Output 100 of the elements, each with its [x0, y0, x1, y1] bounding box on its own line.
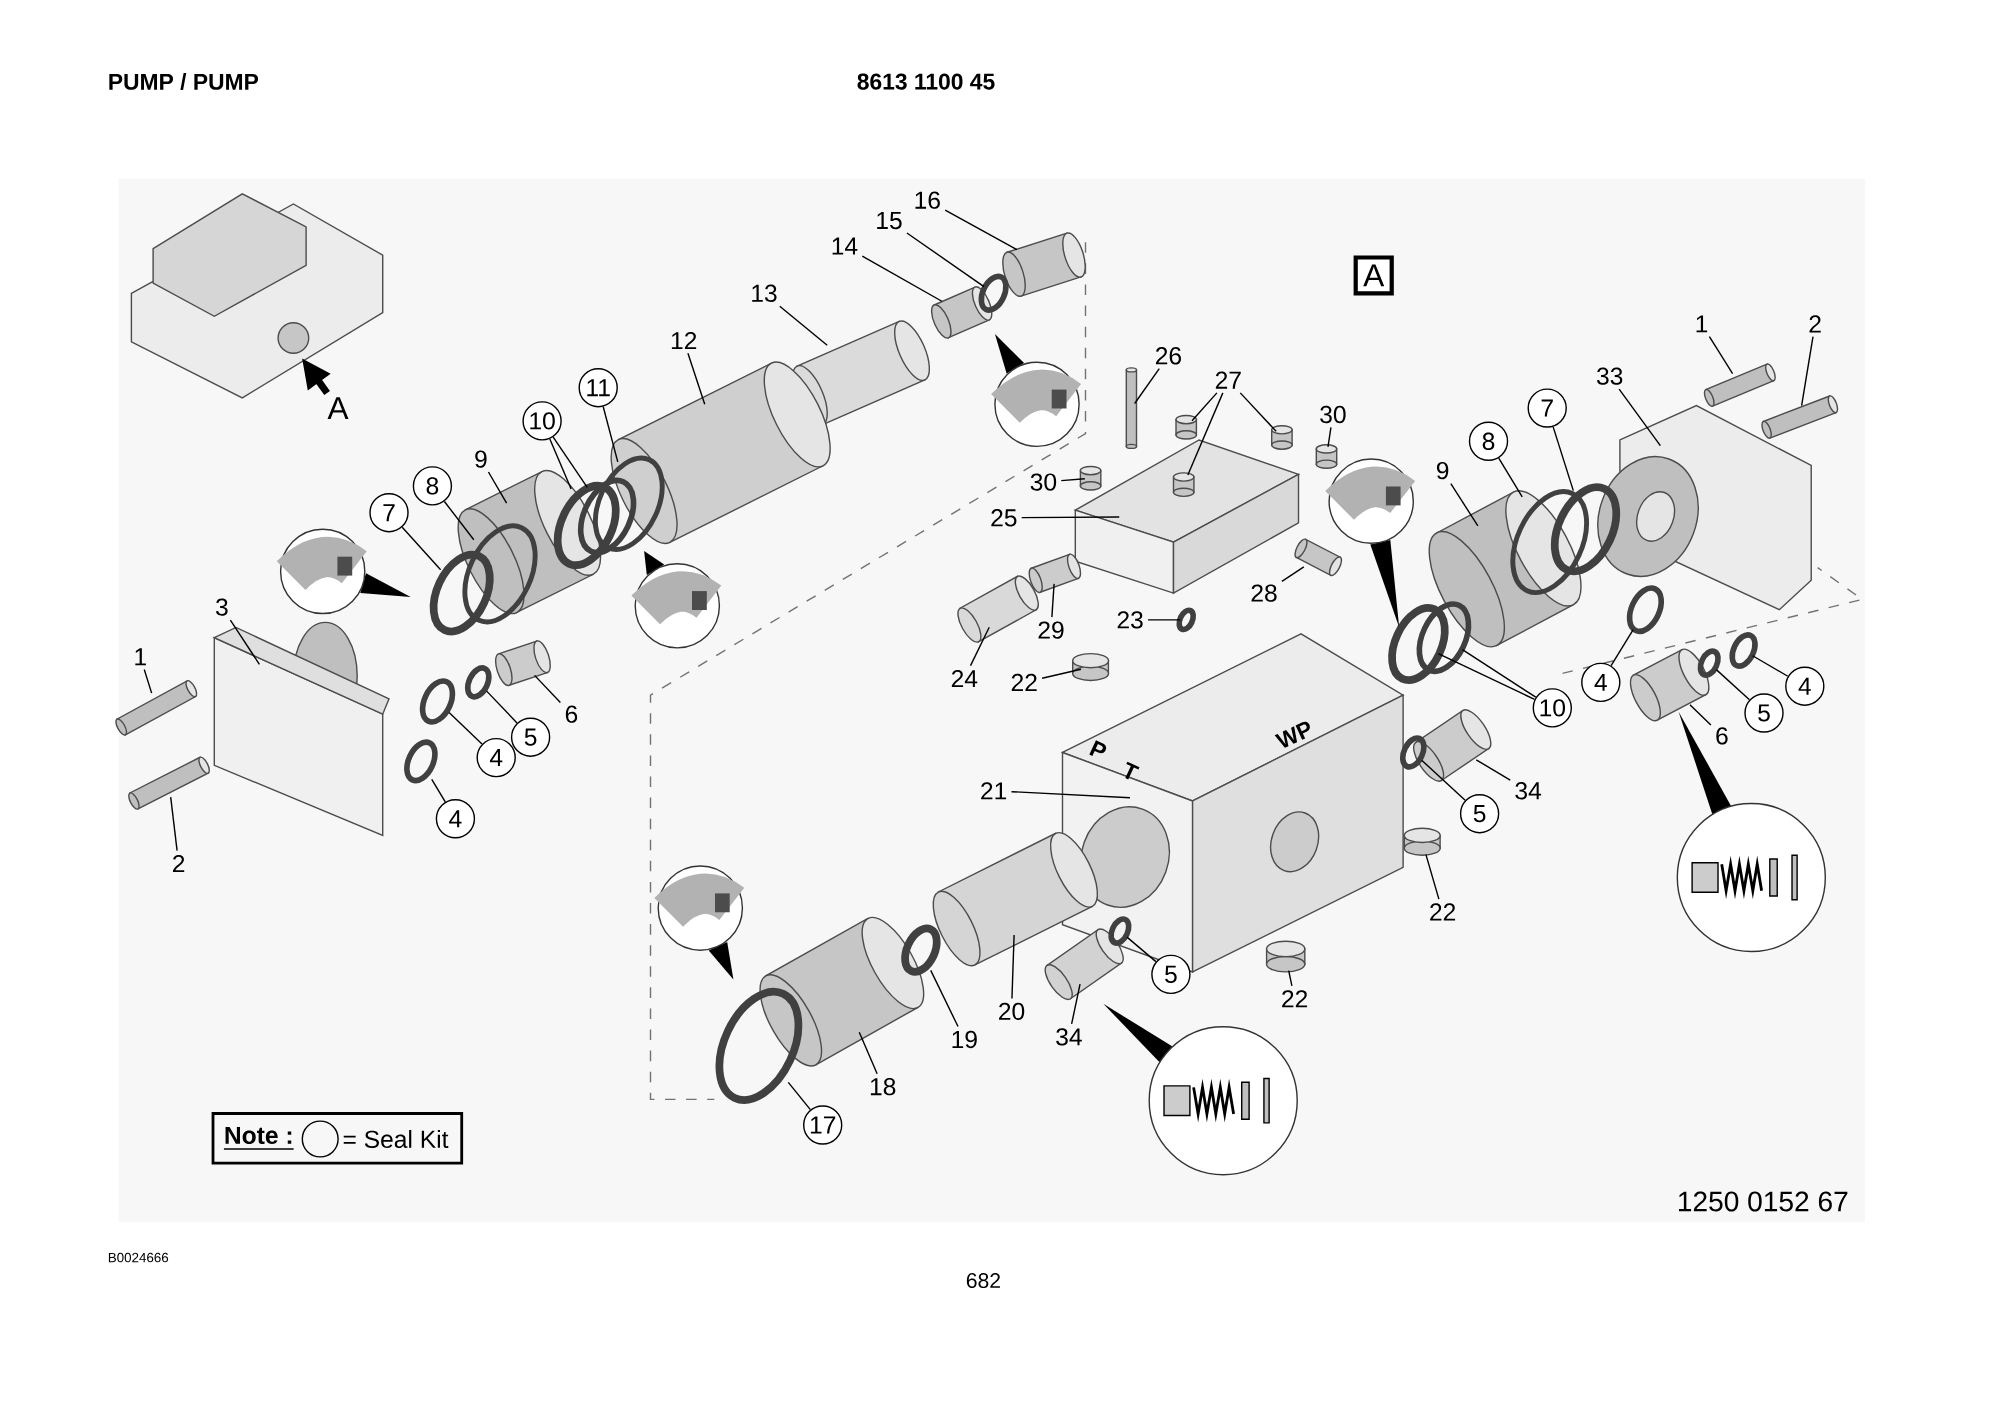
plug [1002, 232, 1086, 297]
plug [1072, 652, 1110, 681]
leader-line [1751, 654, 1789, 677]
pump-assembly-drawing [130, 192, 384, 399]
callout-number: 10 [522, 400, 562, 441]
leader-line [1420, 759, 1466, 801]
o-ring [1388, 603, 1449, 684]
end-housing [1597, 404, 1812, 611]
leader-line [858, 1031, 878, 1075]
plug [1271, 424, 1293, 450]
leader-line [549, 438, 572, 490]
leader-line [602, 405, 619, 463]
leader-line [930, 969, 959, 1028]
bolt [115, 679, 198, 736]
drawing-number: 1250 0152 67 [1678, 1191, 1848, 1212]
leader-line [1187, 391, 1224, 476]
callout-number: 19 [952, 1030, 977, 1048]
leader-line [1425, 853, 1440, 900]
callout-number: 27 [1215, 371, 1241, 389]
o-ring [715, 987, 803, 1104]
callout-number: 4 [1785, 666, 1825, 706]
callout-number: 3 [216, 598, 228, 616]
callout-number: 10 [1532, 687, 1572, 728]
leader-line [1715, 668, 1751, 701]
o-ring [464, 664, 492, 700]
callout-number: 4 [476, 737, 516, 778]
callout-number: 4 [1581, 662, 1621, 702]
plug [1172, 471, 1195, 497]
piston [457, 469, 602, 614]
page-number: 682 [966, 1272, 1000, 1288]
leader-line [861, 255, 943, 302]
o-ring [419, 678, 456, 725]
callout-number: 28 [1251, 584, 1277, 602]
leader-line [1610, 628, 1634, 667]
callout-number: 8 [412, 465, 453, 506]
bolt [1125, 366, 1138, 449]
callout-number: 26 [1155, 346, 1181, 365]
callout-number: 18 [870, 1077, 896, 1096]
callout-number: 12 [671, 331, 697, 349]
o-ring [1626, 585, 1665, 634]
piston-guide [610, 361, 831, 544]
leader-line [552, 436, 588, 488]
leader-line [1021, 516, 1120, 519]
callout-number: 17 [803, 1105, 843, 1145]
o-ring [592, 455, 665, 552]
callout-number: 7 [369, 492, 409, 533]
callout-number: 30 [1030, 473, 1057, 491]
leader-line [1133, 367, 1160, 404]
leader-line [1239, 391, 1277, 432]
port-marking: T [1125, 761, 1140, 780]
callout-number: 25 [991, 508, 1017, 527]
callout-number: 29 [1038, 621, 1064, 639]
cylinder-liner [759, 916, 925, 1067]
sleeve [932, 831, 1099, 967]
callout-number: 13 [752, 284, 777, 302]
callout-number: 5 [1744, 693, 1784, 733]
leader-line [1618, 388, 1662, 447]
plug [1265, 940, 1306, 973]
o-ring [1399, 735, 1427, 770]
o-ring [429, 550, 494, 636]
o-ring [1729, 631, 1758, 669]
callout-number: 33 [1596, 367, 1623, 385]
leader-line [969, 626, 990, 667]
callout-number: 7 [1527, 388, 1567, 428]
o-ring [553, 481, 620, 569]
leader-line [443, 500, 475, 541]
leader-line [533, 674, 562, 703]
bolt [1761, 394, 1839, 439]
leader-line [448, 711, 483, 745]
leader-line [1498, 457, 1523, 498]
plug [1315, 443, 1338, 469]
callout-number: 6 [565, 705, 578, 723]
callout-number: 24 [951, 669, 978, 687]
leader-line [1450, 482, 1479, 527]
callout-number: 1 [135, 648, 146, 665]
heading: PUMP / PUMP [109, 72, 259, 90]
callout-number: 1 [1696, 315, 1708, 333]
o-ring [1108, 916, 1132, 946]
plug [1403, 827, 1441, 856]
bolt [1703, 363, 1776, 407]
leader-line [1191, 391, 1218, 422]
leader-line [1051, 582, 1055, 618]
leader-line [1689, 703, 1712, 726]
valve-insert [494, 639, 551, 686]
part-number: 8613 1100 45 [857, 73, 995, 90]
reference-code: B0024666 [108, 1252, 169, 1263]
callout-number: 11 [578, 367, 618, 408]
leader-line [1070, 983, 1081, 1025]
callout-number: 23 [1117, 610, 1143, 629]
valve-insert [1412, 708, 1492, 782]
leader-line [779, 305, 828, 346]
leader-line [687, 352, 706, 405]
callout-number: 4 [435, 798, 476, 839]
leader-line [431, 778, 446, 803]
callout-number: 20 [999, 1002, 1025, 1020]
leader-line [1800, 335, 1814, 406]
leader-line [1281, 565, 1305, 582]
o-ring [462, 523, 538, 625]
callout-number: 34 [1056, 1027, 1082, 1046]
valve-insert [1044, 928, 1124, 1000]
